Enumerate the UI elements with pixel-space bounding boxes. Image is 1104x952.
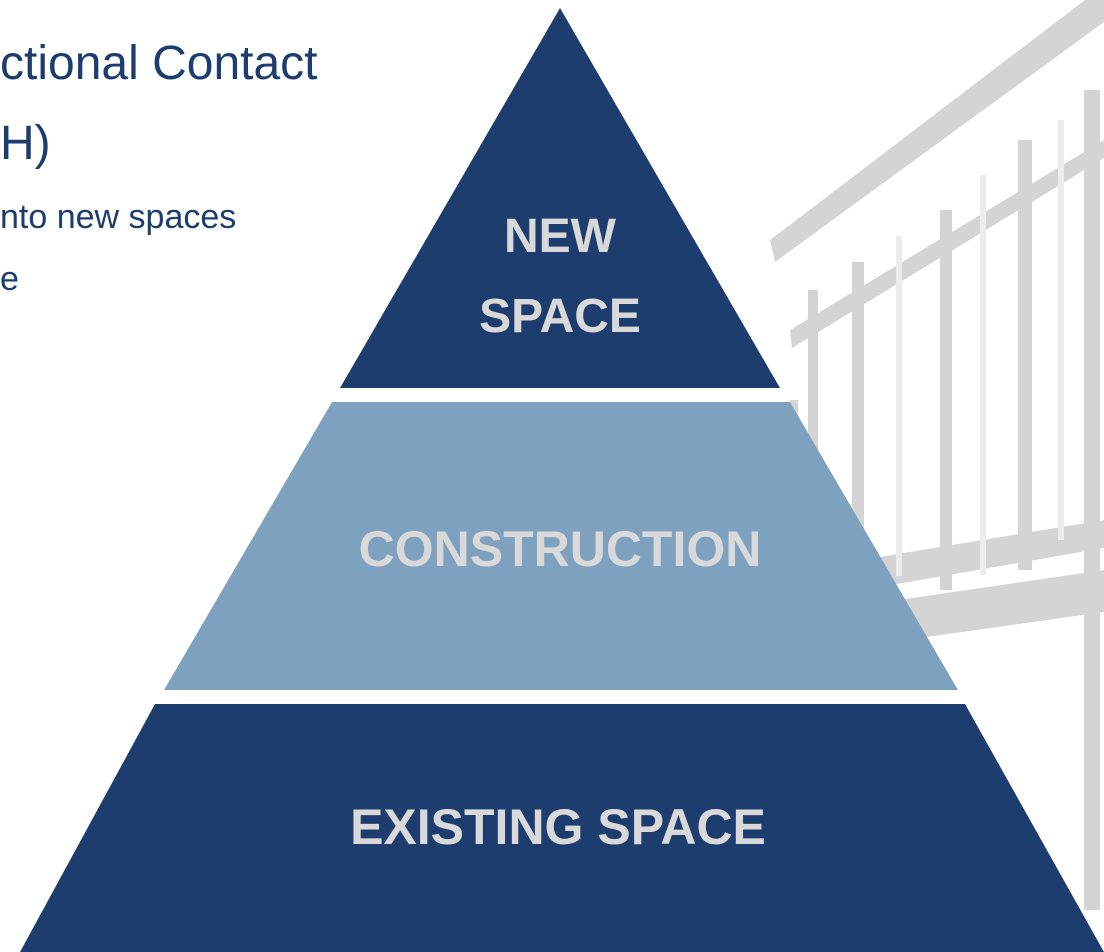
tier-label-construction: CONSTRUCTION	[359, 521, 762, 577]
pyramid-tier-new-space	[340, 8, 780, 388]
tier-label-space: SPACE	[479, 290, 641, 343]
pyramid-tier-construction	[164, 402, 958, 690]
tier-label-new: NEW	[504, 210, 617, 263]
heading-line-1: ctional Contact	[0, 37, 318, 90]
heading-line-2: H)	[0, 117, 51, 170]
pyramid-tier-existing-space	[20, 704, 1104, 952]
tier-label-existing-space: EXISTING SPACE	[350, 799, 766, 855]
bullet-line-2: e	[0, 260, 19, 298]
bullet-line-1: nto new spaces	[0, 198, 237, 236]
